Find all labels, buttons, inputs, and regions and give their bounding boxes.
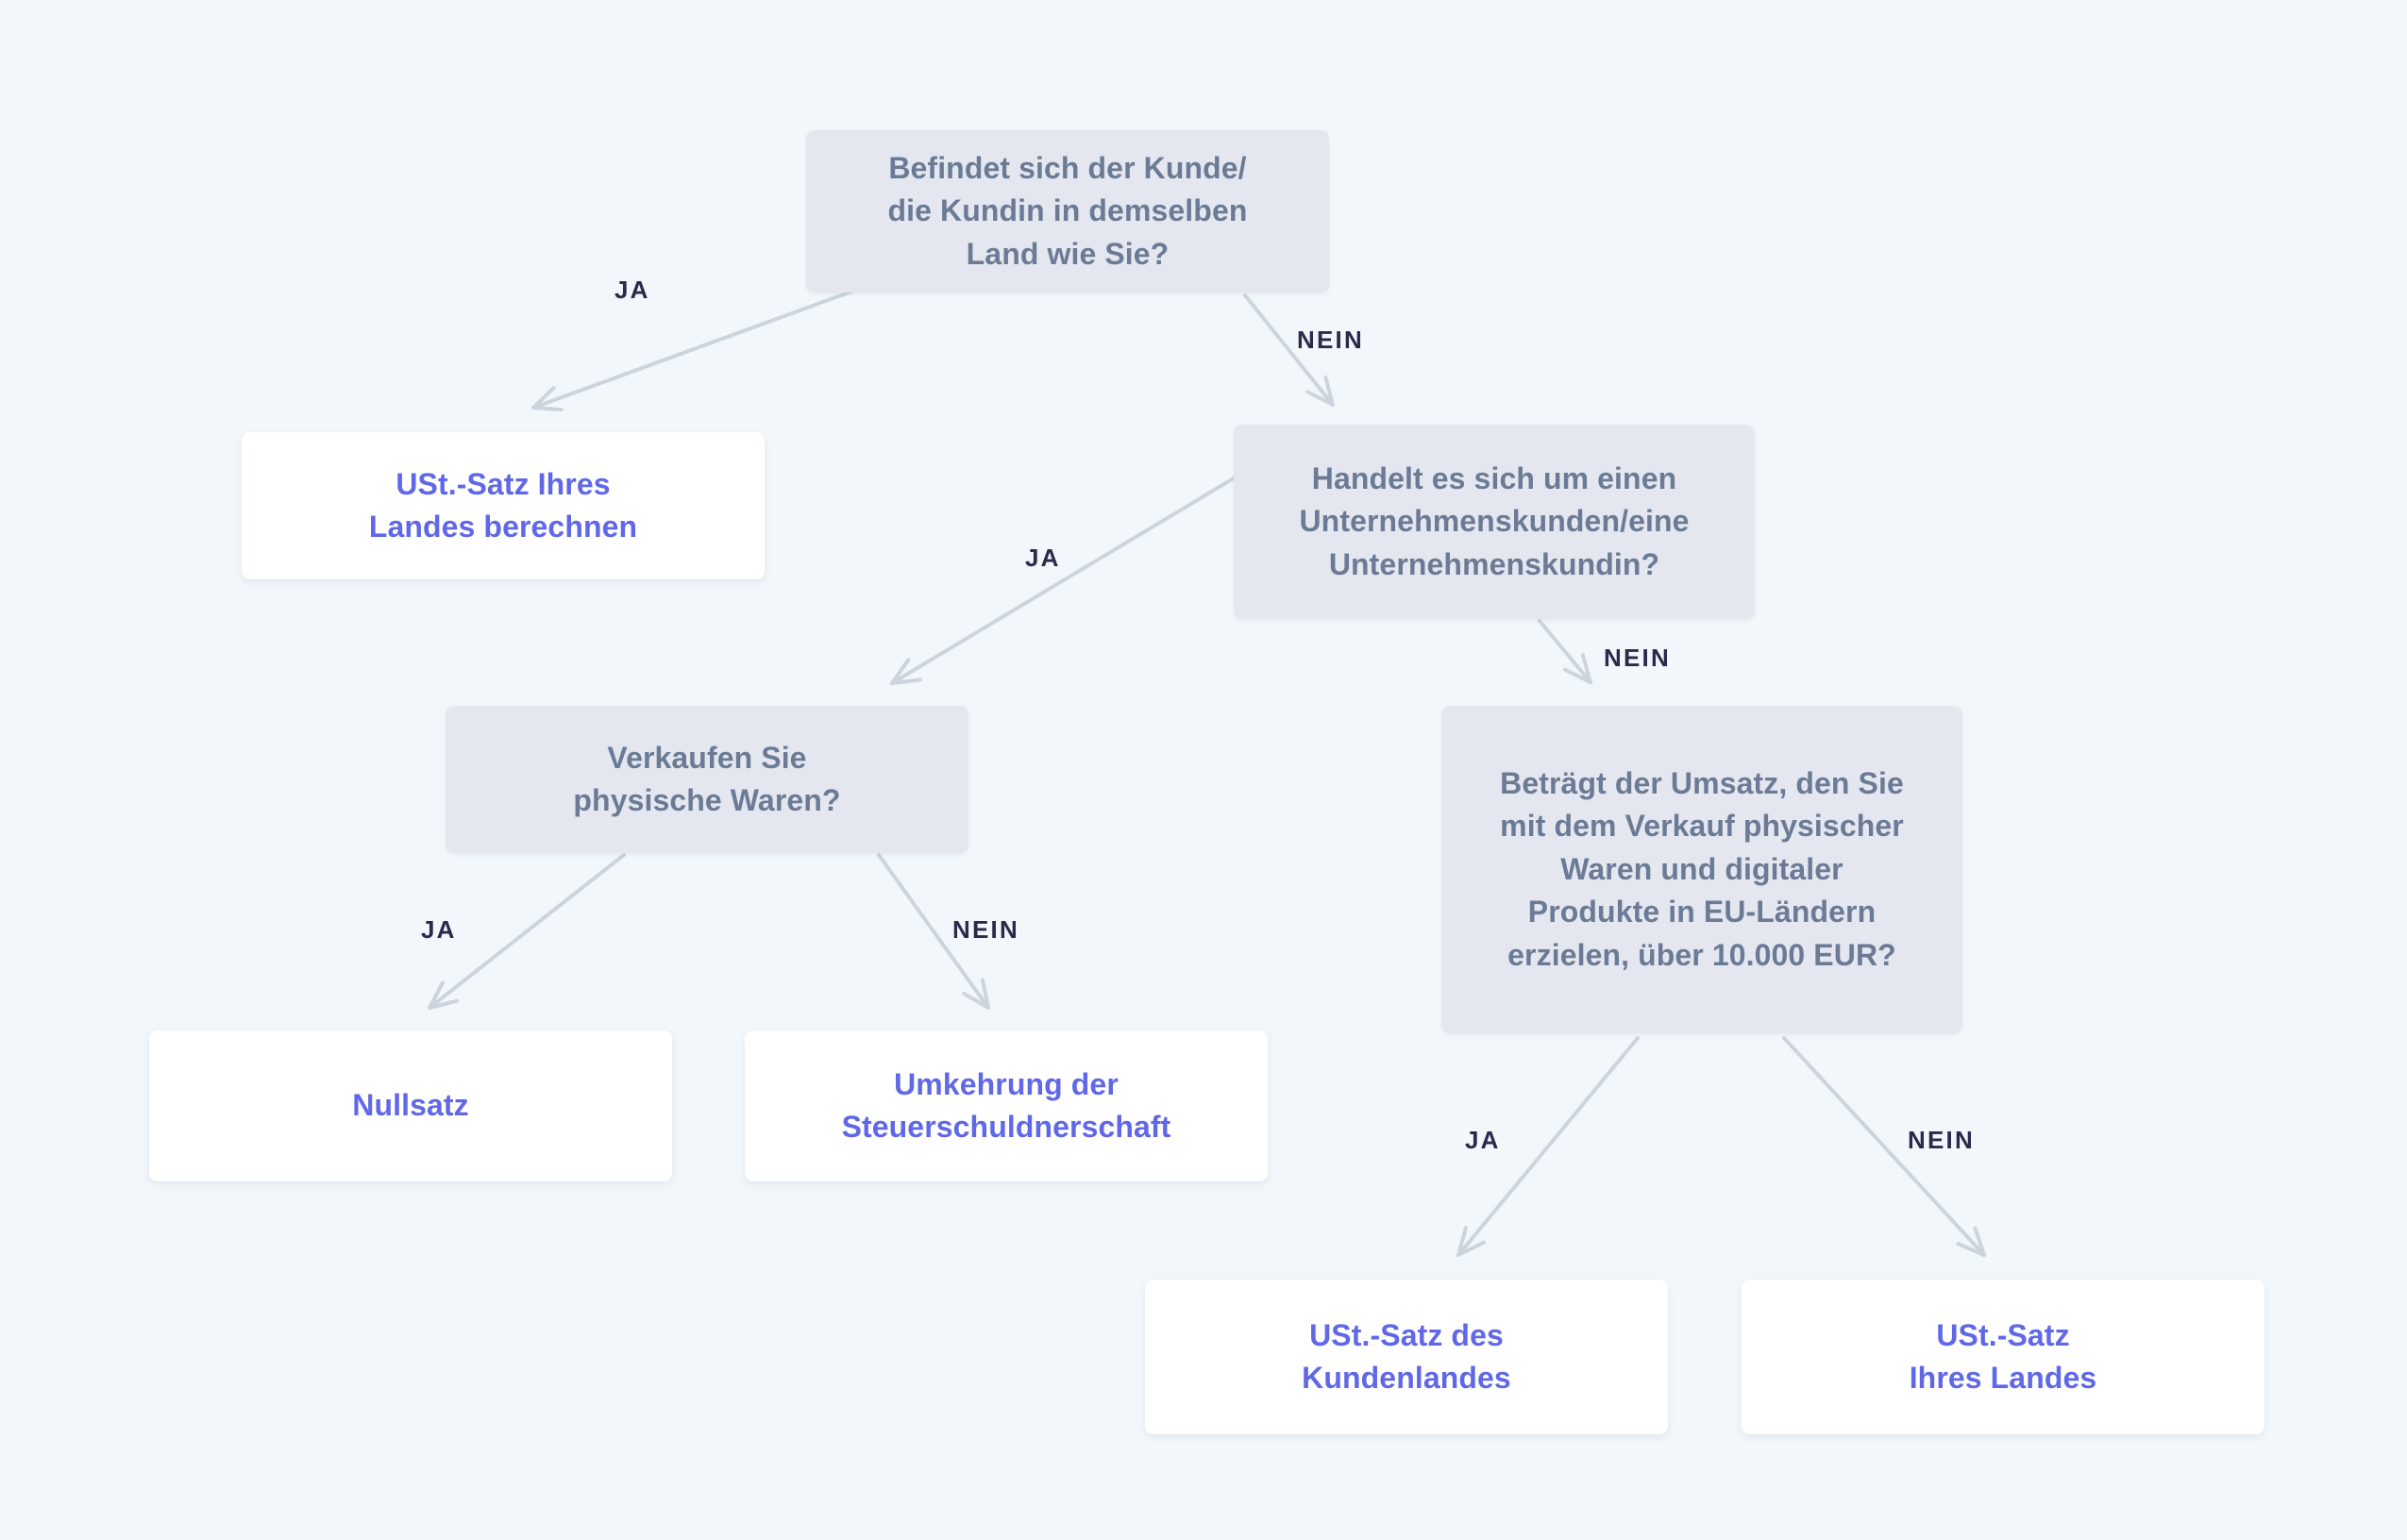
edge-e3 bbox=[890, 460, 1262, 685]
edge-label-e8: NEIN bbox=[1908, 1126, 1975, 1154]
edge-label-e5: JA bbox=[421, 915, 457, 944]
question-node-q4[interactable]: Beträgt der Umsatz, den Sie mit dem Verk… bbox=[1441, 706, 1962, 1033]
node-label: Beträgt der Umsatz, den Sie mit dem Verk… bbox=[1500, 765, 1904, 972]
node-label: Handelt es sich um einen Unternehmenskun… bbox=[1299, 460, 1690, 581]
edge-label-e4: NEIN bbox=[1604, 644, 1671, 672]
edge-label-e3: JA bbox=[1025, 544, 1061, 572]
node-label: Nullsatz bbox=[352, 1088, 469, 1123]
question-node-q3[interactable]: Verkaufen Sie physische Waren? bbox=[446, 706, 968, 853]
edge-label-e1: JA bbox=[614, 276, 650, 304]
edge-e1 bbox=[531, 286, 864, 412]
edge-label-e6: NEIN bbox=[952, 915, 1019, 944]
node-label: USt.-Satz Ihres Landes bbox=[1909, 1317, 2097, 1395]
edge-e5 bbox=[428, 853, 626, 1010]
node-label: Umkehrung der Steuerschuldnerschaft bbox=[841, 1066, 1171, 1144]
result-node-r3[interactable]: Umkehrung der Steuerschuldnerschaft bbox=[745, 1030, 1268, 1181]
question-node-q2[interactable]: Handelt es sich um einen Unternehmenskun… bbox=[1234, 425, 1755, 619]
edge-e4 bbox=[1538, 619, 1592, 684]
node-label: Verkaufen Sie physische Waren? bbox=[573, 740, 841, 817]
result-node-r5[interactable]: USt.-Satz Ihres Landes bbox=[1742, 1280, 2264, 1434]
edge-label-e2: NEIN bbox=[1297, 326, 1364, 354]
node-label: USt.-Satz Ihres Landes berechnen bbox=[368, 466, 638, 544]
node-label: Befindet sich der Kunde/ die Kundin in d… bbox=[887, 150, 1248, 271]
node-label: USt.-Satz des Kundenlandes bbox=[1302, 1317, 1511, 1395]
edge-label-e7: JA bbox=[1465, 1126, 1501, 1154]
result-node-r1[interactable]: USt.-Satz Ihres Landes berechnen bbox=[242, 432, 765, 579]
result-node-r4[interactable]: USt.-Satz des Kundenlandes bbox=[1145, 1280, 1668, 1434]
question-node-q1[interactable]: Befindet sich der Kunde/ die Kundin in d… bbox=[806, 130, 1329, 293]
result-node-r2[interactable]: Nullsatz bbox=[149, 1030, 672, 1181]
